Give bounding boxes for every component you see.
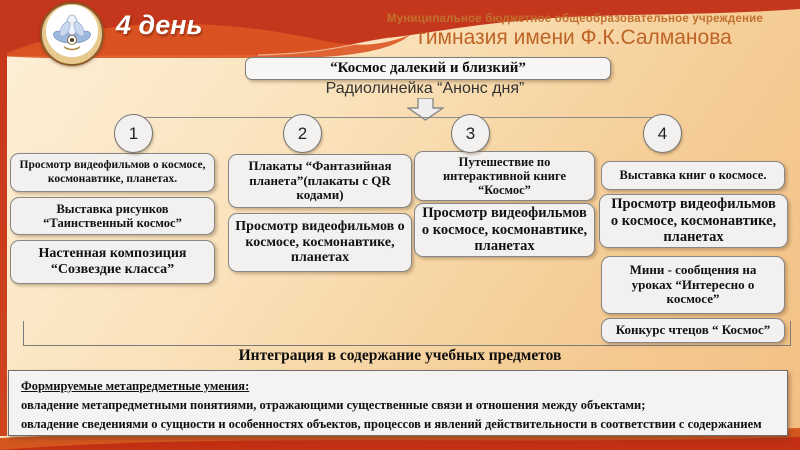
activity-box-3-1: Путешествие по интерактивной книге “Косм… (414, 151, 595, 201)
branch-connector-line (133, 117, 667, 118)
organization-type: Муниципальное бюджетное общеобразователь… (387, 13, 763, 25)
activity-box-2-1: Плакаты “Фантазийная планета”(плакаты с … (228, 154, 412, 208)
activity-box-4-3: Мини - сообщения на уроках “Интересно о … (601, 256, 785, 314)
event-title-box: “Космос далекий и близкий” (245, 57, 611, 80)
column-number-2: 2 (283, 114, 322, 153)
day-label: 4 день (116, 10, 203, 40)
down-arrow-icon (407, 98, 444, 121)
integration-label: Интеграция в содержание учебных предмето… (238, 347, 562, 364)
column-number-1: 1 (114, 114, 153, 153)
activity-box-3-2: Просмотр видеофильмов о космосе, космона… (414, 203, 595, 257)
organization-name: Муниципальное бюджетное общеобразователь… (380, 13, 770, 50)
gymnasium-name: гимназия имени Ф.К.Салманова (418, 26, 732, 50)
left-edge-decoration (0, 44, 7, 436)
activity-box-4-1: Выставка книг о космосе. (601, 161, 785, 190)
integration-bracket (23, 321, 791, 346)
activity-box-1-1: Просмотр видеофильмов о космосе, космона… (10, 153, 215, 192)
event-subtitle: Радиолинейка “Анонс дня” (325, 80, 525, 97)
activity-box-1-2: Выставка рисунков “Таинственный космос” (10, 197, 215, 235)
emblem-flower-icon (53, 14, 91, 51)
column-number-4: 4 (643, 114, 682, 153)
meta-skills-heading: Формируемые метапредметные умения: (21, 379, 250, 393)
meta-skills-box: Формируемые метапредметные умения: овлад… (8, 370, 788, 436)
activity-box-4-4: Конкурс чтецов “ Космос” (601, 318, 785, 343)
activity-box-4-2: Просмотр видеофильмов о космосе, космона… (599, 194, 788, 248)
activity-box-2-2: Просмотр видеофильмов о космосе, космона… (228, 213, 412, 272)
school-logo (40, 2, 104, 66)
activity-box-1-3: Настенная композиция “Созвездие класса” (10, 240, 215, 284)
meta-skills-line-2: овладение сведениями о сущности и особен… (21, 416, 762, 431)
meta-skills-line-1: овладение метапредметными понятиями, отр… (21, 397, 646, 412)
column-number-3: 3 (451, 114, 490, 153)
